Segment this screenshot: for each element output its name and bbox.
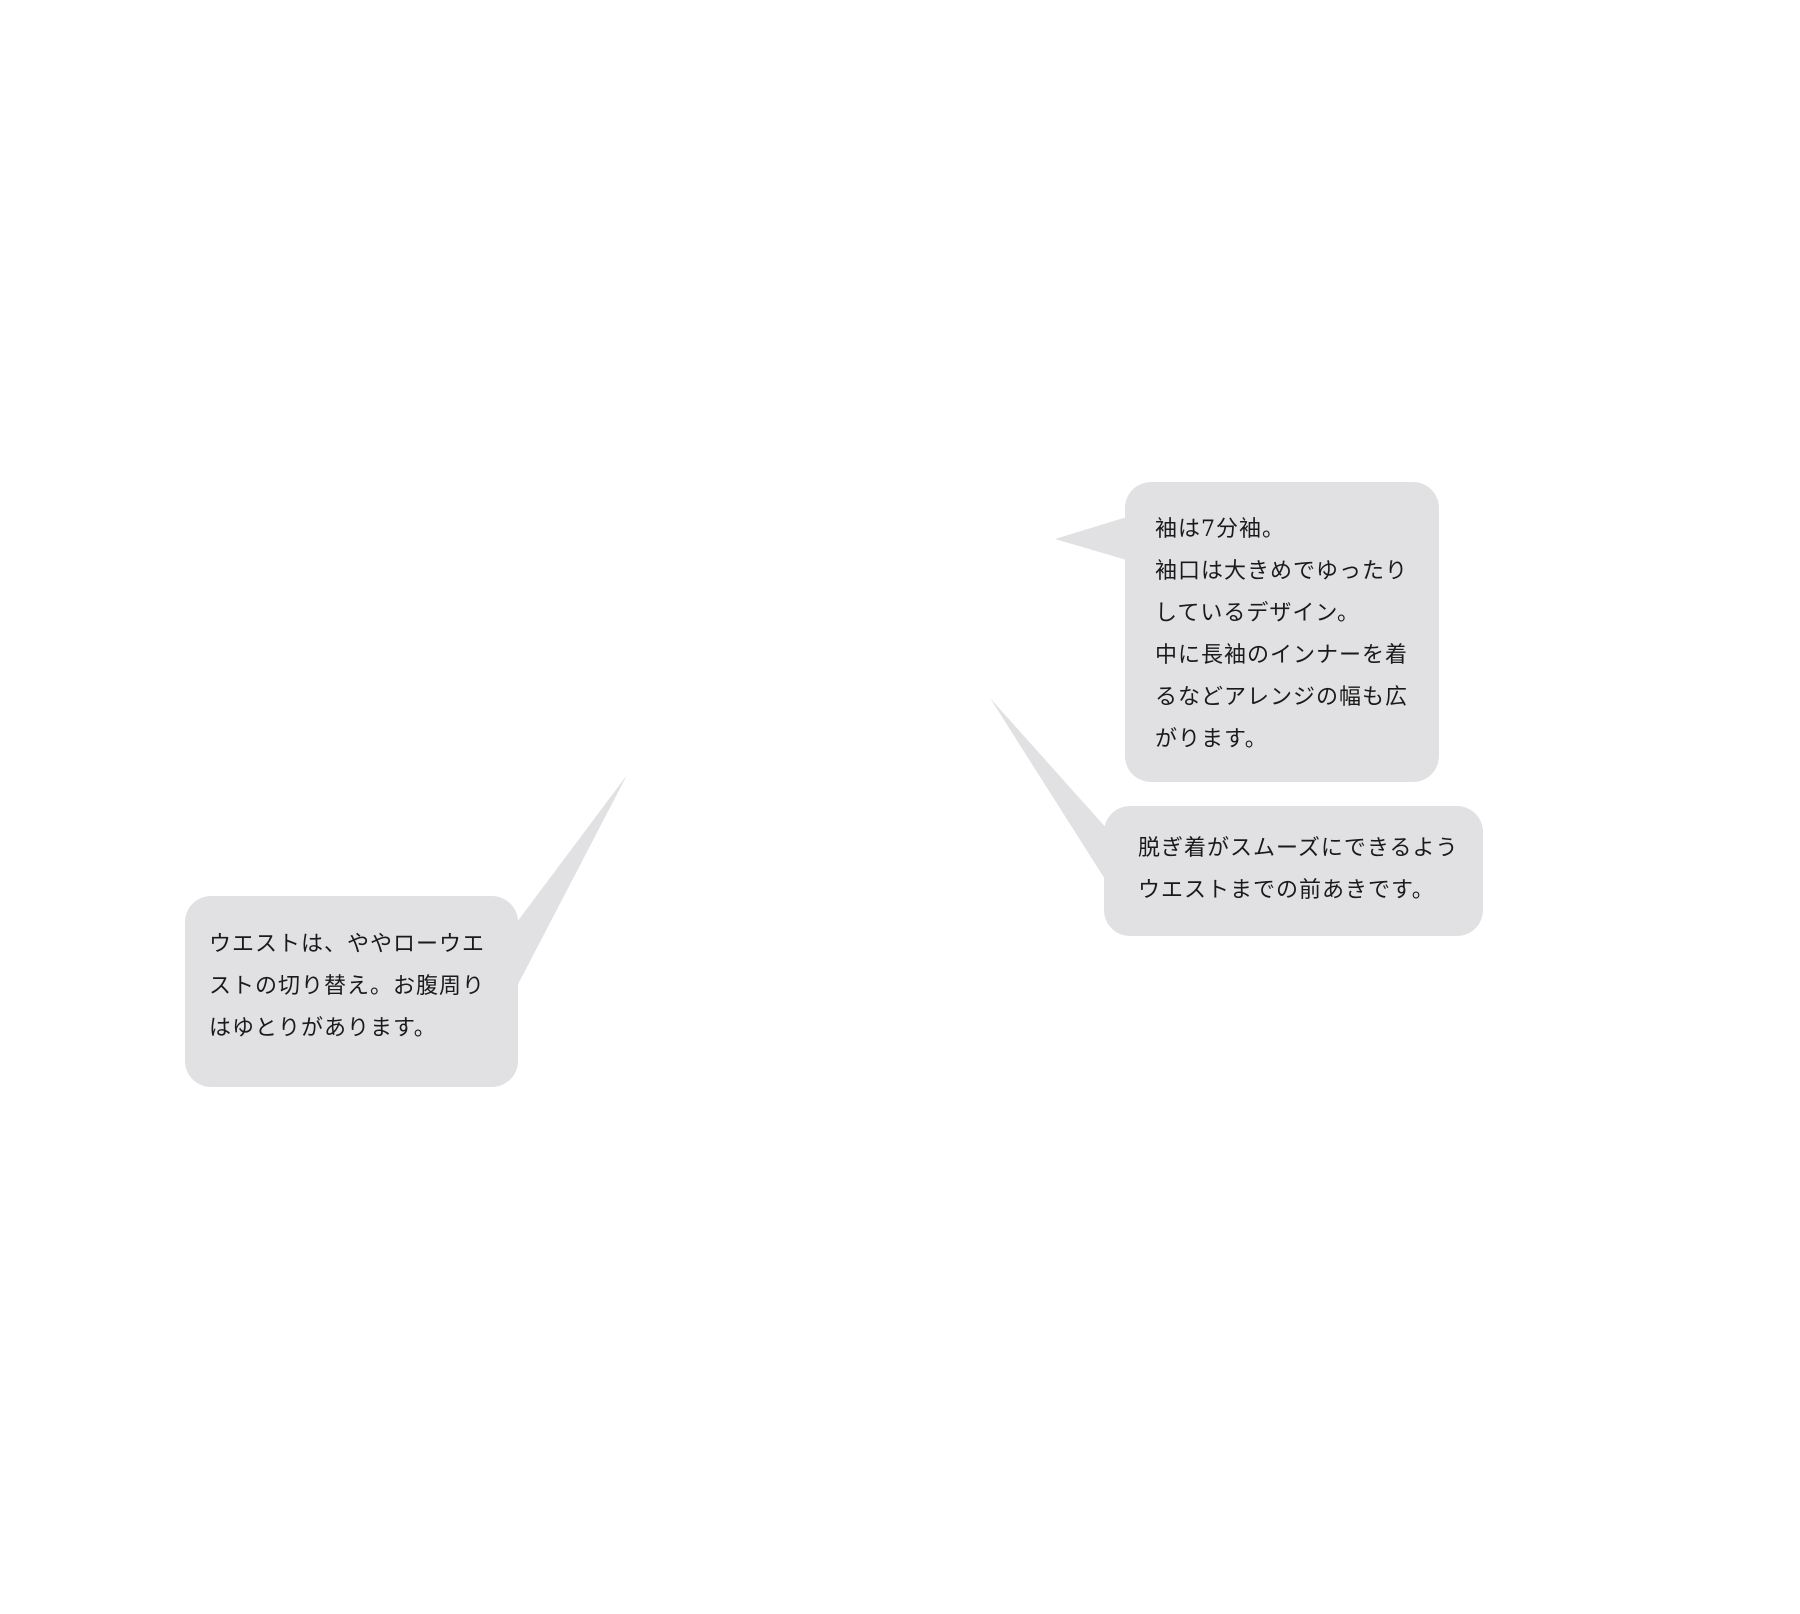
sleeve-callout: 袖は7分袖。 袖口は大きめでゆったり しているデザイン。 中に長袖のインナーを着… <box>1125 482 1439 782</box>
callout-line: がります。 <box>1155 727 1268 752</box>
callout-line: 中に長袖のインナーを着 <box>1155 643 1409 668</box>
callout-line: ウエストまでの前あきです。 <box>1138 878 1435 903</box>
waist-callout-tail <box>514 775 627 992</box>
front-opening-callout-tail <box>990 698 1108 884</box>
callout-line: しているデザイン。 <box>1155 601 1361 626</box>
sleeve-callout-tail <box>1055 516 1130 561</box>
callout-line: 袖口は大きめでゆったり <box>1155 559 1409 584</box>
callout-line: るなどアレンジの幅も広 <box>1155 685 1409 710</box>
callout-line: 脱ぎ着がスムーズにできるよう <box>1138 836 1459 861</box>
callout-line: ウエストは、ややローウエ <box>209 932 486 957</box>
callout-line: ストの切り替え。お腹周り <box>209 974 486 999</box>
waist-callout: ウエストは、ややローウエ ストの切り替え。お腹周り はゆとりがあります。 <box>185 896 518 1087</box>
callout-line: はゆとりがあります。 <box>209 1016 437 1041</box>
front-opening-callout: 脱ぎ着がスムーズにできるよう ウエストまでの前あきです。 <box>1104 806 1483 936</box>
callout-line: 袖は7分袖。 <box>1155 517 1285 542</box>
